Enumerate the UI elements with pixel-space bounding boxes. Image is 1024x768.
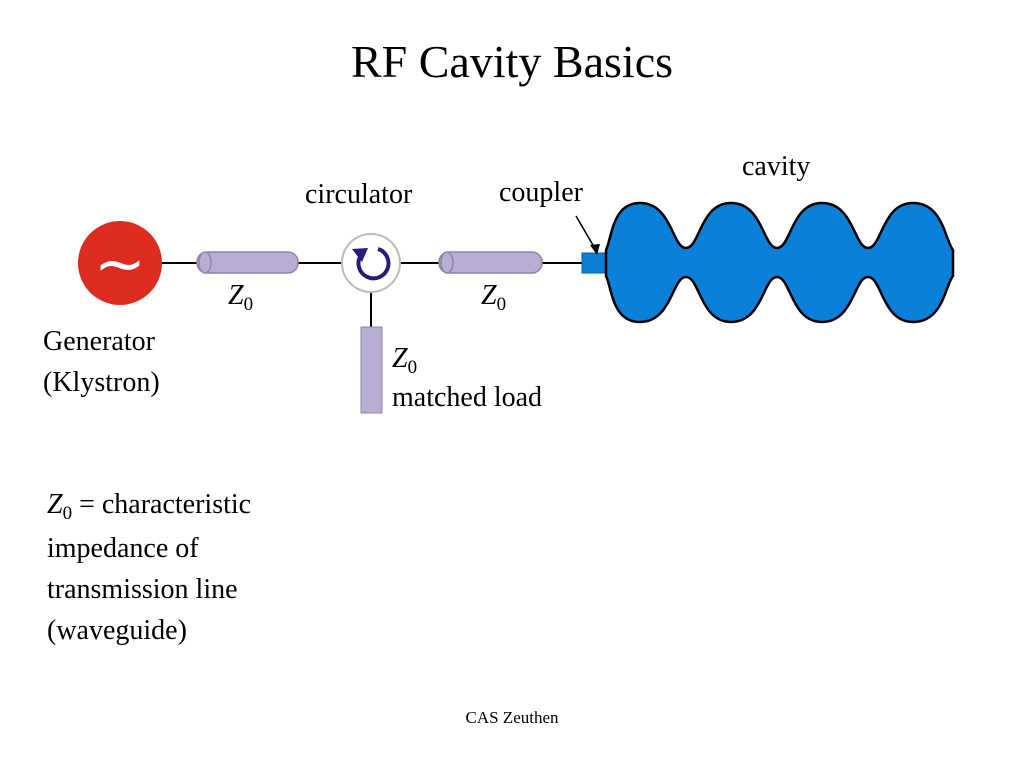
transmission-line-2	[438, 251, 543, 274]
note-line-3: transmission line	[47, 574, 238, 605]
note-line-2: impedance of	[47, 533, 199, 564]
generator-label-line2: (Klystron)	[43, 367, 160, 398]
circulator-label: circulator	[305, 179, 413, 210]
z-subscript: 0	[243, 294, 254, 315]
matched-load-line	[360, 326, 383, 414]
transmission-line-1	[196, 251, 299, 274]
z-subscript: 0	[496, 294, 507, 315]
z0-label-line2: Z0	[481, 280, 506, 315]
footer-text: CAS Zeuthen	[465, 708, 559, 727]
z-symbol: Z	[481, 280, 497, 311]
z-subscript: 0	[62, 503, 73, 524]
note-line-1: Z0 = characteristic	[47, 484, 367, 528]
note-eq-text: = characteristic	[72, 489, 252, 520]
cavity-label: cavity	[742, 151, 811, 182]
coupler-block	[581, 252, 607, 274]
impedance-note: Z0 = characteristic impedance of transmi…	[47, 484, 367, 651]
note-line-4: (waveguide)	[47, 615, 187, 646]
z0-label-load: Z0	[392, 343, 417, 378]
generator-label-line1: Generator	[43, 326, 155, 357]
cavity-shape	[604, 201, 955, 324]
generator-symbol: ~	[94, 227, 146, 300]
coupler-pointer-head	[590, 244, 600, 255]
matched-load-label: matched load	[392, 382, 543, 413]
generator-icon	[78, 221, 162, 305]
z-symbol: Z	[392, 343, 408, 374]
z-symbol: Z	[228, 280, 244, 311]
page-title: RF Cavity Basics	[350, 36, 674, 87]
coupler-label: coupler	[499, 177, 583, 208]
z0-label-line1: Z0	[228, 280, 253, 315]
z-subscript: 0	[407, 357, 418, 378]
z-symbol: Z	[47, 489, 63, 520]
circulator-icon	[341, 233, 401, 293]
